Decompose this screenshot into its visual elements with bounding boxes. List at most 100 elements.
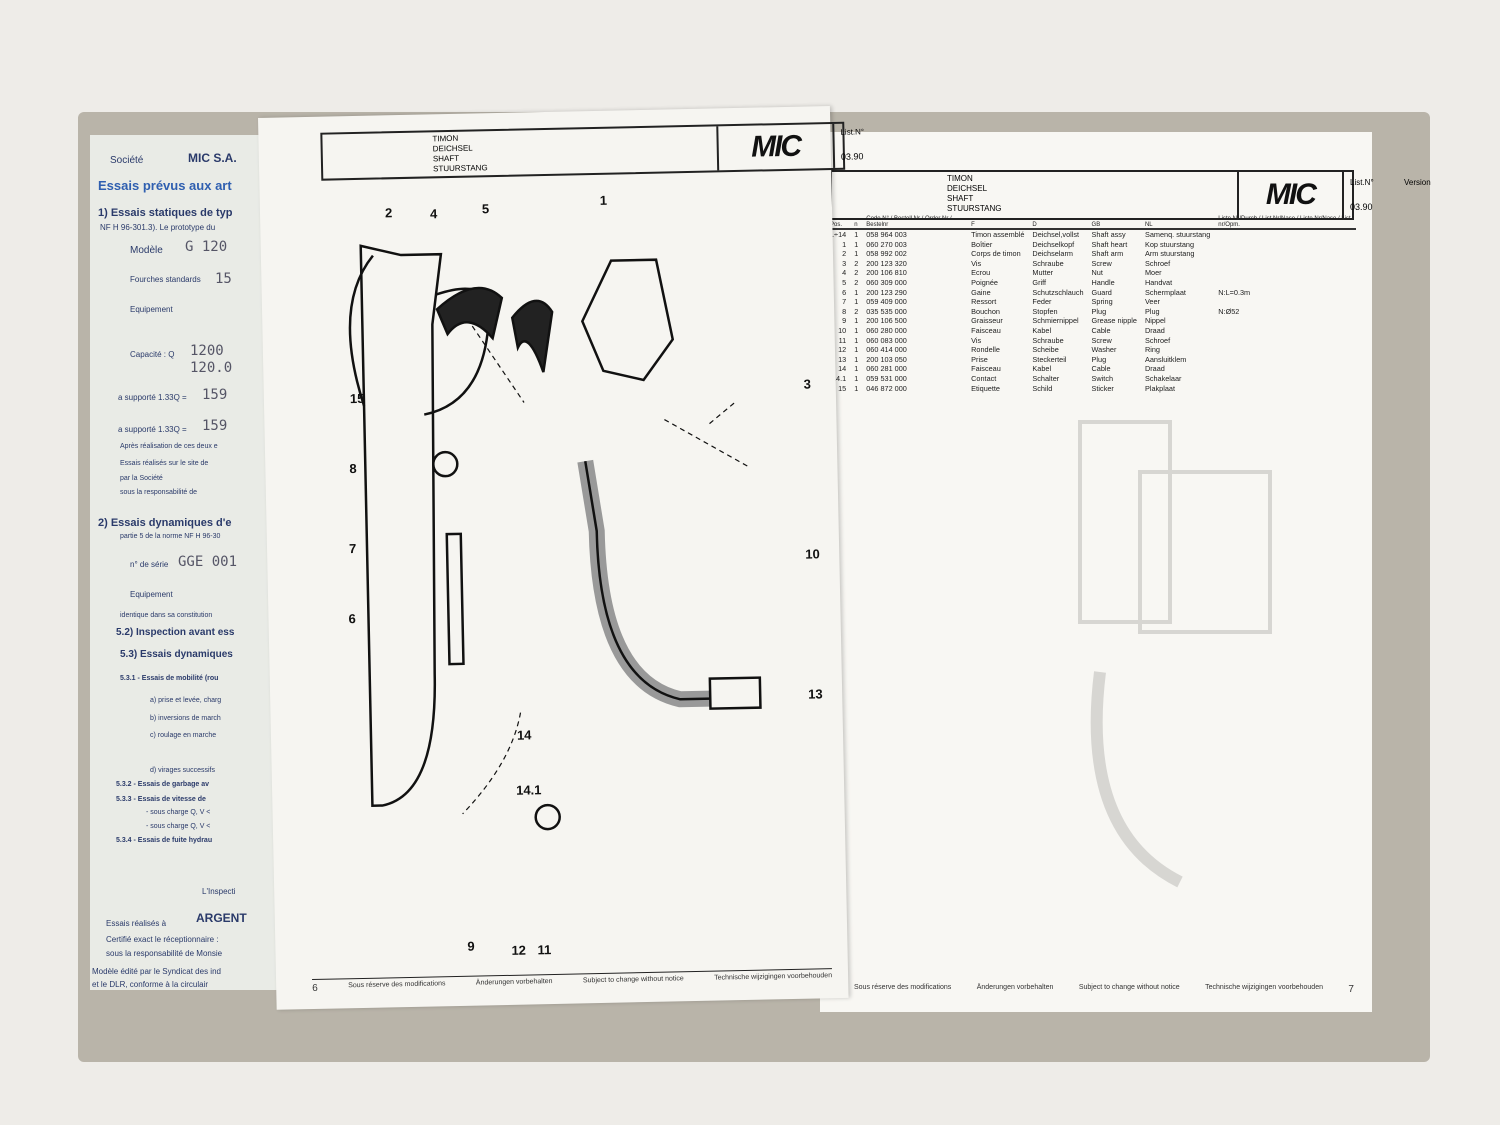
table-cell: Moer xyxy=(1144,268,1162,278)
after-label: Après réalisation de ces deux e xyxy=(120,443,218,450)
table-cell: 200 106 810 xyxy=(866,268,907,278)
table-cell: Guard xyxy=(1091,287,1112,297)
certified-label: Certifié exact le réceptionnaire : xyxy=(106,935,219,944)
table-cell: 1 xyxy=(854,230,859,239)
table-cell: 13 xyxy=(838,354,847,364)
callout-7: 7 xyxy=(348,541,357,557)
table-cell: 046 872 000 xyxy=(866,383,907,393)
table-cell: 5 xyxy=(842,277,847,287)
table-cell: 1 xyxy=(854,239,859,249)
table-cell: Draad xyxy=(1144,364,1165,374)
table-cell: Stopfen xyxy=(1032,306,1058,316)
column-header: NL xyxy=(1140,216,1215,230)
table-cell: Plug xyxy=(1144,306,1160,316)
table-cell xyxy=(1214,345,1356,355)
table-cell: Prise xyxy=(971,354,988,364)
section-1: 1) Essais statiques de typ xyxy=(98,207,233,219)
table-cell: Screw xyxy=(1091,335,1112,345)
table-cell xyxy=(1214,229,1356,240)
table-cell: 060 309 000 xyxy=(866,277,907,287)
table-cell: Feder xyxy=(1032,297,1052,307)
table-cell: Schakelaar xyxy=(1144,373,1182,383)
date: 03.90 xyxy=(840,151,864,162)
section-5-3: 5.3) Essais dynamiques xyxy=(120,649,233,660)
table-cell: Schraube xyxy=(1032,258,1064,268)
table-cell: 2 xyxy=(842,249,847,259)
date: 03.90 xyxy=(1350,202,1373,212)
show-through-drawing xyxy=(1078,420,1272,888)
table-cell xyxy=(1214,384,1356,394)
table-cell: Schild xyxy=(1032,383,1053,393)
table-cell: 060 083 000 xyxy=(866,335,907,345)
logo-text: MIC xyxy=(1265,178,1317,211)
table-cell xyxy=(1214,364,1356,374)
norm-2: partie 5 de la norme NF H 96-30 xyxy=(120,533,221,540)
table-cell: 200 123 290 xyxy=(866,287,907,297)
table-cell: Gaine xyxy=(971,287,991,297)
site-label: Essais réalisés sur le site de xyxy=(120,460,209,467)
table-cell: 2 xyxy=(854,277,859,287)
table-cell: 7 xyxy=(842,297,847,307)
table-cell: 200 123 320 xyxy=(866,258,907,268)
table-cell: Arm stuurstang xyxy=(1144,249,1195,259)
equipment-label: Equipement xyxy=(130,305,173,314)
item-a: a) prise et levée, charg xyxy=(150,697,222,704)
table-cell: Mutter xyxy=(1032,268,1054,278)
support-1-label: a supporté 1.33Q = xyxy=(118,393,187,402)
table-cell: 2 xyxy=(854,268,859,278)
table-cell: Aansluitklem xyxy=(1144,354,1187,364)
plug-cap xyxy=(432,450,459,478)
table-cell: Faisceau xyxy=(971,325,1001,335)
header-info: List.N° 03.90 xyxy=(834,124,864,168)
footer-fr: Sous réserve des modifications xyxy=(854,984,952,991)
table-cell: 10 xyxy=(838,325,847,335)
footer-en: Subject to change without notice xyxy=(1078,984,1180,991)
table-cell: Graisseur xyxy=(971,316,1003,326)
table-cell xyxy=(1214,268,1356,278)
table-cell: Spring xyxy=(1091,297,1113,307)
table-cell: 1 xyxy=(854,287,859,297)
table-cell: Corps de timon xyxy=(971,249,1021,259)
table-cell: Scheibe xyxy=(1032,345,1059,355)
table-cell: Switch xyxy=(1091,373,1114,383)
table-cell: Schroef xyxy=(1144,258,1171,268)
support-2: 159 xyxy=(202,418,228,434)
by-label: par la Société xyxy=(120,475,163,482)
callout-15: 15 xyxy=(349,390,365,407)
table-cell xyxy=(1214,240,1356,250)
support-1: 159 xyxy=(202,387,228,403)
section-2: 2) Essais dynamiques d'e xyxy=(98,517,232,529)
title-nl: STUURSTANG xyxy=(947,204,1002,213)
table-cell: 3 xyxy=(842,258,847,268)
norm-1: NF H 96-301.3). Le prototype du xyxy=(100,223,216,232)
table-cell: 9 xyxy=(842,316,847,326)
table-cell: Etiquette xyxy=(971,383,1000,393)
exploded-parts-drawing xyxy=(348,244,762,831)
table-cell: Schmiernippel xyxy=(1032,316,1079,326)
forks-value: 15 xyxy=(215,271,232,287)
identical-label: identique dans sa constitution xyxy=(120,612,213,619)
footer-nl: Technische wijzigingen voorbehouden xyxy=(1205,984,1323,991)
column-header: Code N° / Bestell Nr / Order Nr / Bestel… xyxy=(862,216,968,230)
table-cell: Griff xyxy=(1032,277,1047,287)
model-label: Modèle xyxy=(130,245,163,256)
table-cell: Nut xyxy=(1091,268,1103,278)
table-cell: Faisceau xyxy=(971,364,1001,374)
table-cell: 1 xyxy=(854,345,859,355)
column-header: Liste N°/Durch / List Nr/Nase / Liste Nr… xyxy=(1214,216,1356,230)
table-cell: Washer xyxy=(1091,345,1117,355)
table-cell: 059 531 000 xyxy=(866,373,907,383)
callout-3: 3 xyxy=(803,376,812,392)
callout-13: 13 xyxy=(808,686,823,702)
